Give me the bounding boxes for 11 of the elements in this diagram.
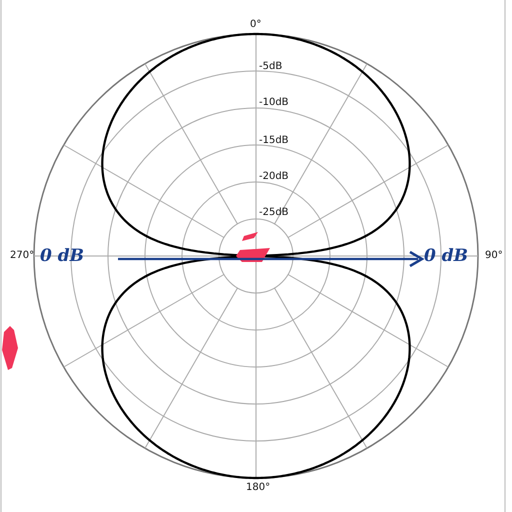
level-label: -15dB xyxy=(259,135,289,147)
level-label: -25dB xyxy=(259,207,289,219)
angle-label: 90° xyxy=(485,250,503,262)
level-label: -10dB xyxy=(259,97,289,109)
angle-label: 180° xyxy=(246,482,270,494)
angle-label: 0° xyxy=(250,19,262,31)
angle-label: 270° xyxy=(10,250,34,262)
handwritten-note: 0 dB xyxy=(424,246,468,266)
handwritten-note: 0 dB xyxy=(40,246,84,266)
level-label: -5dB xyxy=(259,61,282,73)
level-label: -20dB xyxy=(259,171,289,183)
